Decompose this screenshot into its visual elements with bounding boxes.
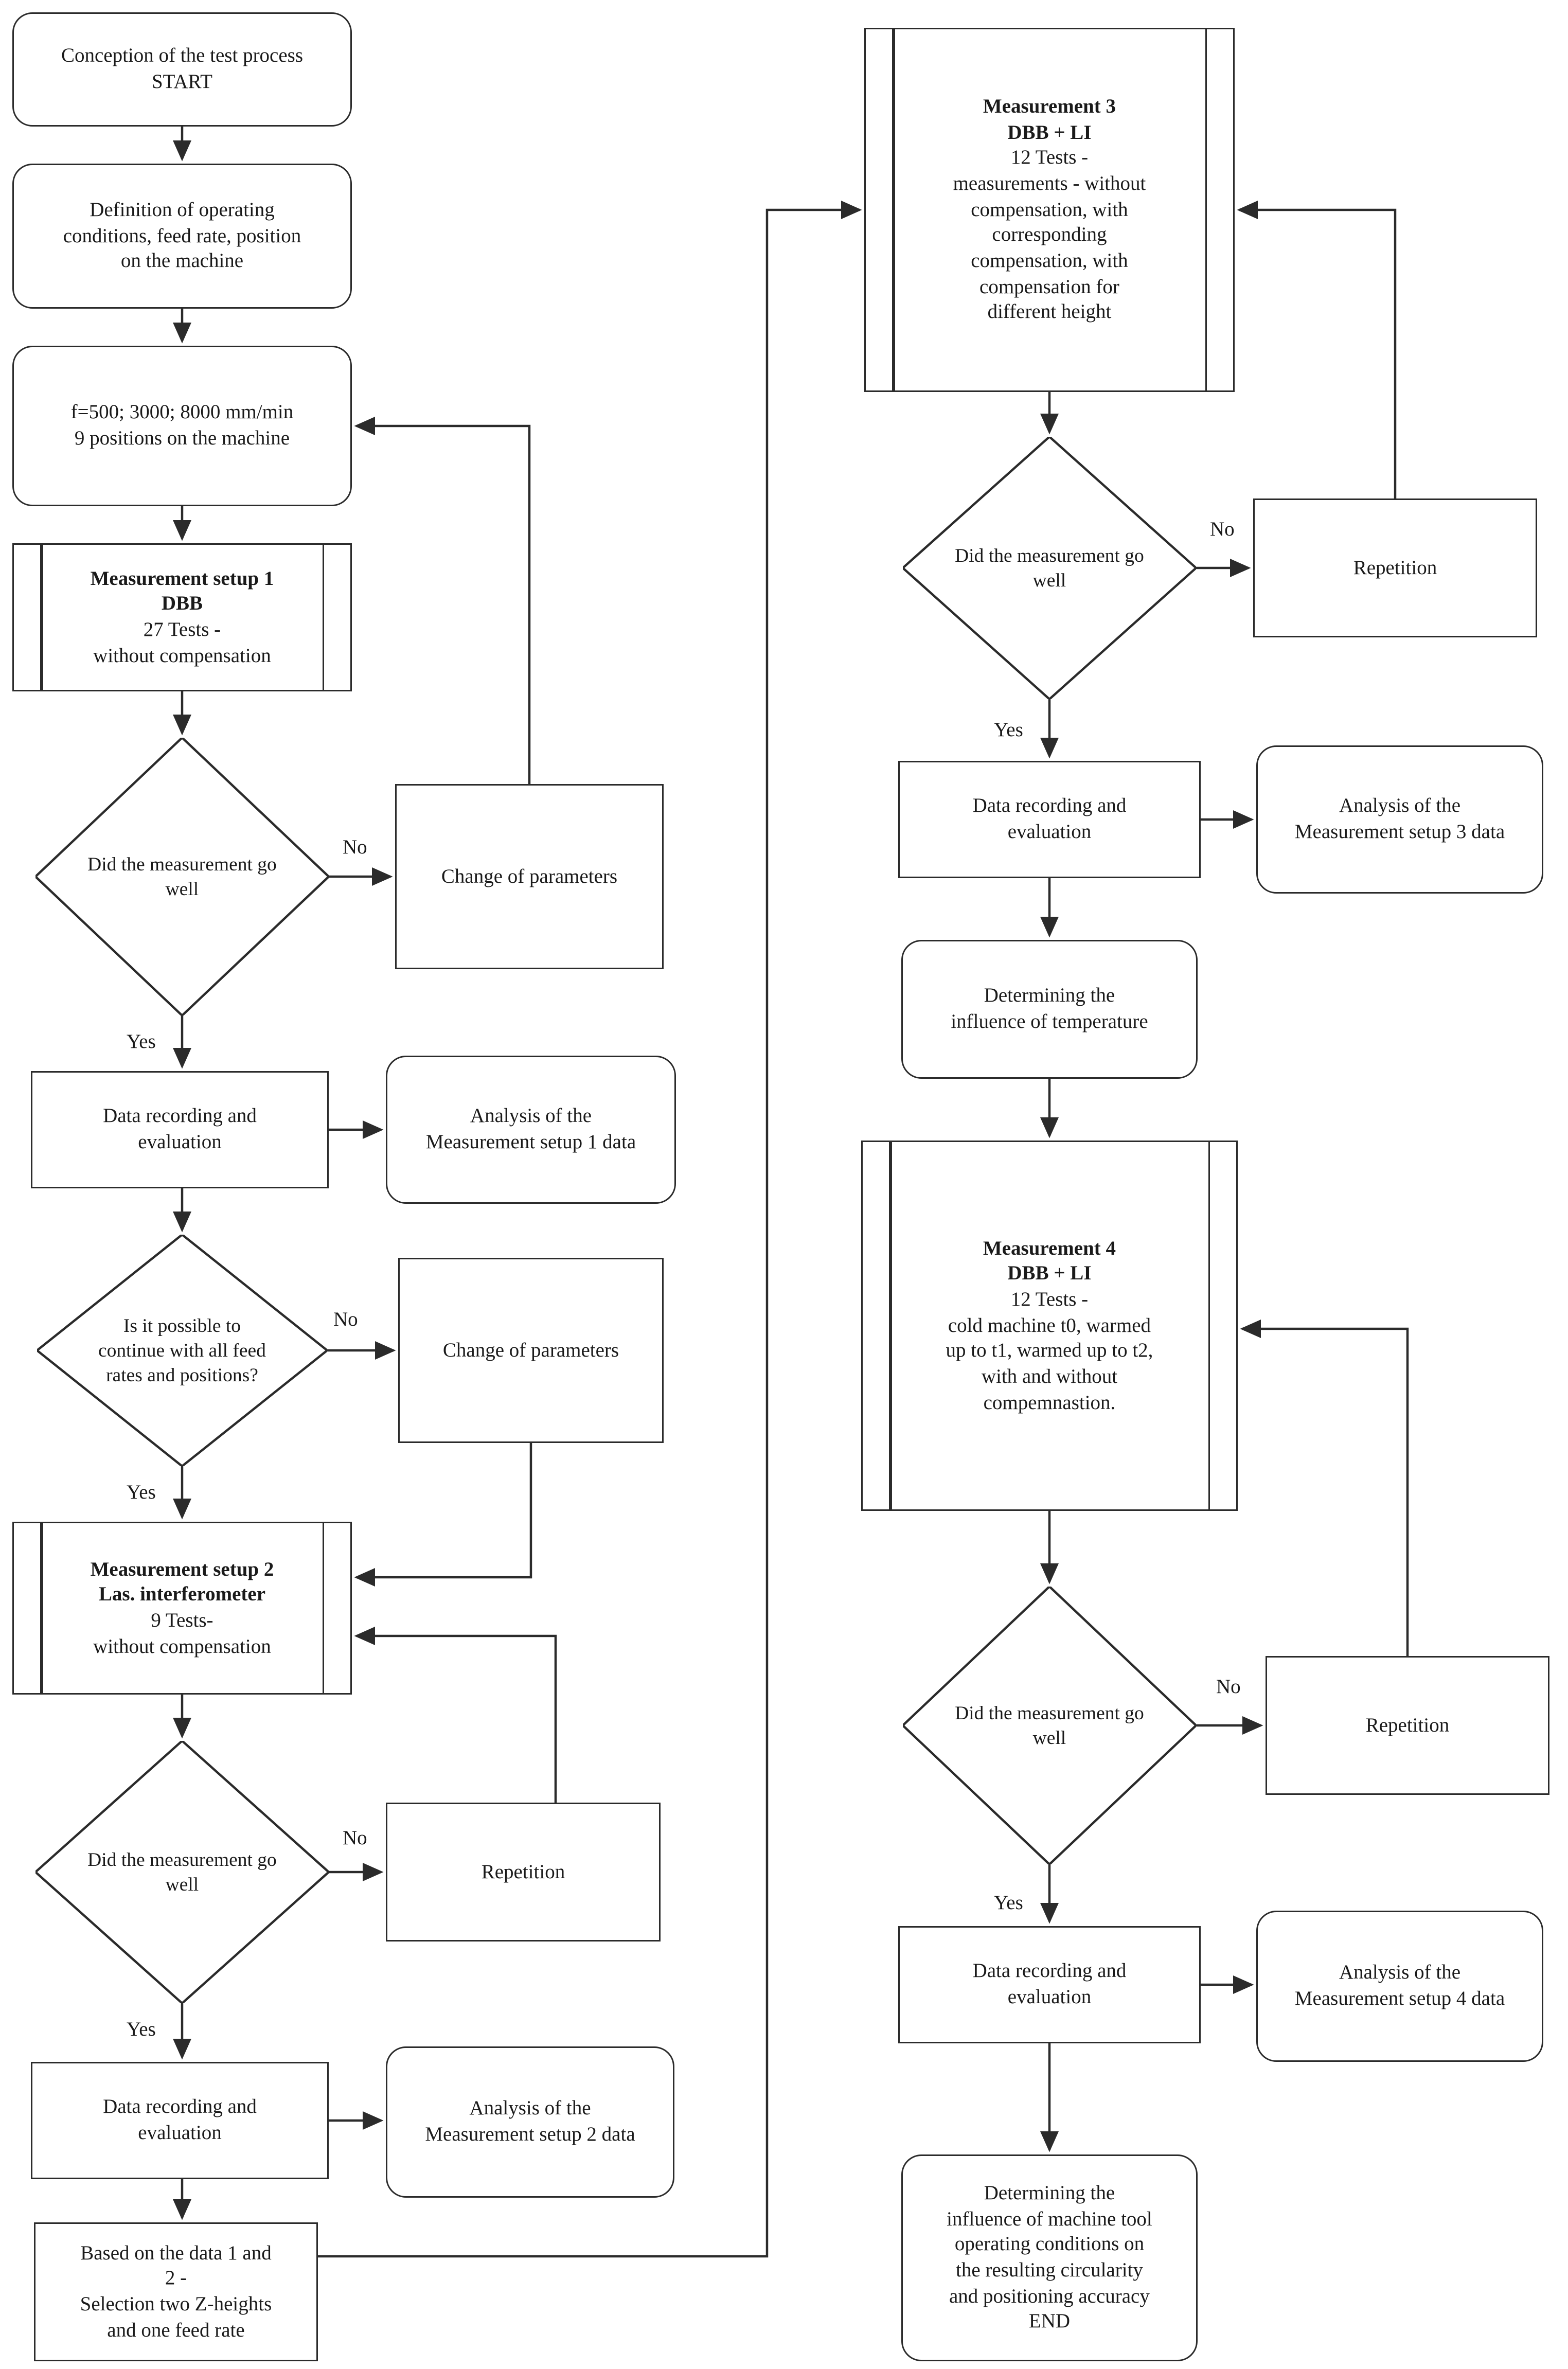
node-data-recording-2: Data recording and evaluation bbox=[31, 2062, 329, 2179]
node-analysis-setup-2-text: Analysis of the Measurement setup 2 data bbox=[425, 2096, 635, 2145]
predef-left-bar bbox=[40, 545, 43, 690]
edge-label-yes: Yes bbox=[127, 2017, 156, 2040]
decision-measurement-ok-1-text: Did the measurement go well bbox=[87, 853, 277, 900]
predef-right-bar bbox=[1207, 1142, 1210, 1509]
node-repetition-right-2: Repetition bbox=[1266, 1656, 1549, 1795]
node-data-recording-4: Data recording and evaluation bbox=[898, 1926, 1201, 2043]
edge-label-yes: Yes bbox=[127, 1029, 156, 1053]
node-start: Conception of the test process START bbox=[12, 12, 352, 127]
node-repetition-left-text: Repetition bbox=[481, 1859, 565, 1883]
node-data-recording-1-text: Data recording and evaluation bbox=[103, 1104, 257, 1153]
node-analysis-setup-4: Analysis of the Measurement setup 4 data bbox=[1256, 1911, 1543, 2062]
edge-label-no: No bbox=[333, 1307, 358, 1330]
node-data-recording-4-text: Data recording and evaluation bbox=[972, 1959, 1127, 2008]
edge-cp2-loop-ms2 bbox=[354, 1443, 532, 1587]
node-feed-rate-text: f=500; 3000; 8000 mm/min 9 positions on … bbox=[70, 400, 294, 449]
node-start-text: Conception of the test process START bbox=[61, 44, 304, 93]
decision-measurement-ok-2-text: Did the measurement go well bbox=[87, 1848, 277, 1895]
node-data-recording-3: Data recording and evaluation bbox=[898, 761, 1201, 878]
node-repetition-right-1-text: Repetition bbox=[1353, 555, 1437, 579]
node-definition-text: Definition of operating conditions, feed… bbox=[63, 198, 301, 272]
predef-right-bar bbox=[322, 545, 324, 690]
decision-measurement-ok-4-text: Did the measurement go well bbox=[955, 1702, 1144, 1749]
node-analysis-setup-2: Analysis of the Measurement setup 2 data bbox=[386, 2046, 674, 2198]
node-change-of-parameters-1: Change of parameters bbox=[395, 784, 664, 969]
node-repetition-right-1: Repetition bbox=[1253, 498, 1537, 637]
node-analysis-setup-3: Analysis of the Measurement setup 3 data bbox=[1256, 745, 1543, 894]
edge-repR2-loop-m4 bbox=[1240, 1320, 1409, 1656]
predef-left-bar bbox=[40, 1523, 43, 1693]
decision-measurement-ok-3-text: Did the measurement go well bbox=[955, 544, 1144, 591]
edge-label-no: No bbox=[1210, 517, 1235, 540]
node-end: Determining the influence of machine too… bbox=[901, 2154, 1198, 2361]
node-analysis-setup-3-text: Analysis of the Measurement setup 3 data bbox=[1294, 794, 1505, 843]
predef-left-bar bbox=[892, 29, 895, 390]
predef-right-bar bbox=[322, 1523, 324, 1693]
node-change-of-parameters-2-text: Change of parameters bbox=[442, 1338, 619, 1361]
node-analysis-setup-4-text: Analysis of the Measurement setup 4 data bbox=[1294, 1961, 1505, 2009]
node-change-of-parameters-1-text: Change of parameters bbox=[441, 864, 618, 887]
edge-label-yes: Yes bbox=[994, 1891, 1023, 1914]
node-repetition-right-2-text: Repetition bbox=[1365, 1713, 1450, 1736]
edge-label-no: No bbox=[343, 1826, 367, 1849]
node-analysis-setup-1: Analysis of the Measurement setup 1 data bbox=[386, 1056, 676, 1204]
decision-continue-feed-rates: Is it possible to continue with all feed… bbox=[37, 1235, 327, 1466]
node-repetition-left: Repetition bbox=[386, 1803, 661, 1941]
node-analysis-setup-1-text: Analysis of the Measurement setup 1 data bbox=[425, 1104, 636, 1153]
edge-label-no: No bbox=[343, 835, 367, 858]
node-data-recording-2-text: Data recording and evaluation bbox=[103, 2095, 257, 2144]
edge-label-yes: Yes bbox=[127, 1480, 156, 1503]
predef-left-bar bbox=[889, 1142, 892, 1509]
node-change-of-parameters-2: Change of parameters bbox=[398, 1258, 664, 1443]
predef-right-bar bbox=[1204, 29, 1207, 390]
edge-label-yes: Yes bbox=[994, 718, 1023, 741]
node-end-text: Determining the influence of machine too… bbox=[947, 2181, 1152, 2332]
decision-continue-feed-rates-text: Is it possible to continue with all feed… bbox=[98, 1314, 266, 1386]
edge-repR1-loop-m3 bbox=[1237, 201, 1397, 498]
decision-measurement-ok-1: Did the measurement go well bbox=[35, 738, 329, 1016]
edge-repL-loop-ms2 bbox=[354, 1627, 557, 1803]
node-definition: Definition of operating conditions, feed… bbox=[12, 164, 352, 309]
node-determining-temperature-text: Determining the influence of temperature bbox=[951, 984, 1148, 1032]
decision-measurement-ok-2: Did the measurement go well bbox=[35, 1741, 329, 2003]
node-data-recording-3-text: Data recording and evaluation bbox=[972, 794, 1127, 843]
node-feed-rate: f=500; 3000; 8000 mm/min 9 positions on … bbox=[12, 346, 352, 506]
node-based-on-data-text: Based on the data 1 and 2 - Selection tw… bbox=[80, 2240, 272, 2341]
decision-measurement-ok-4: Did the measurement go well bbox=[903, 1587, 1196, 1864]
node-based-on-data: Based on the data 1 and 2 - Selection tw… bbox=[34, 2222, 318, 2361]
node-determining-temperature: Determining the influence of temperature bbox=[901, 940, 1198, 1079]
edge-based-loop-m3 bbox=[318, 201, 862, 2258]
node-data-recording-1: Data recording and evaluation bbox=[31, 1071, 329, 1188]
decision-measurement-ok-3: Did the measurement go well bbox=[903, 437, 1196, 699]
edge-label-no: No bbox=[1216, 1675, 1241, 1698]
edge-cp1-loop-feed bbox=[354, 417, 531, 784]
